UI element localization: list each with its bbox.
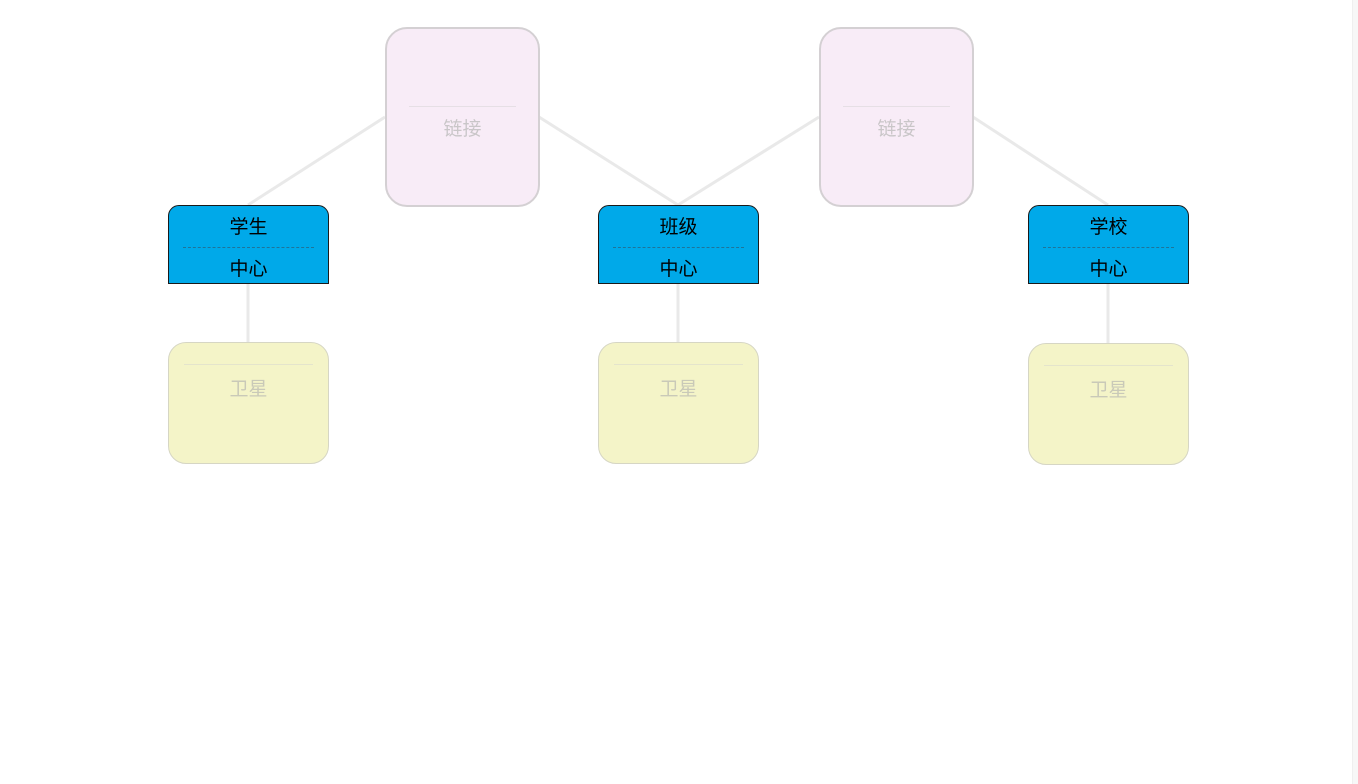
connector-link2-school — [972, 115, 1109, 207]
satellite-node-class[interactable]: 卫星 — [598, 342, 759, 464]
link-node-divider — [843, 106, 950, 107]
link-node-1[interactable]: 链接 — [385, 27, 540, 207]
connector-link1-class — [538, 115, 679, 207]
hub-node-stereotype: 中心 — [1089, 258, 1128, 280]
scroll-edge — [1352, 0, 1358, 784]
connector-link2-class — [677, 115, 820, 207]
satellite-node-school[interactable]: 卫星 — [1028, 343, 1189, 465]
hub-node-school[interactable]: 学校 中心 — [1028, 205, 1189, 284]
hub-node-title: 学校 — [1089, 216, 1128, 238]
connector-link1-student — [247, 115, 386, 207]
hub-node-divider — [1043, 247, 1174, 248]
satellite-node-divider — [614, 364, 743, 365]
hub-node-stereotype: 中心 — [229, 258, 268, 280]
hub-node-divider — [613, 247, 744, 248]
hub-node-divider — [183, 247, 314, 248]
satellite-node-label: 卫星 — [229, 378, 268, 400]
link-node-2[interactable]: 链接 — [819, 27, 974, 207]
link-node-label: 链接 — [877, 118, 916, 140]
satellite-node-label: 卫星 — [1089, 379, 1128, 401]
hub-node-title: 班级 — [659, 216, 698, 238]
link-node-label: 链接 — [443, 118, 482, 140]
satellite-node-divider — [184, 364, 313, 365]
link-node-divider — [409, 106, 516, 107]
satellite-node-label: 卫星 — [659, 378, 698, 400]
hub-node-title: 学生 — [229, 216, 268, 238]
satellite-node-student[interactable]: 卫星 — [168, 342, 329, 464]
satellite-node-divider — [1044, 365, 1173, 366]
hub-node-class[interactable]: 班级 中心 — [598, 205, 759, 284]
hub-node-stereotype: 中心 — [659, 258, 698, 280]
hub-node-student[interactable]: 学生 中心 — [168, 205, 329, 284]
